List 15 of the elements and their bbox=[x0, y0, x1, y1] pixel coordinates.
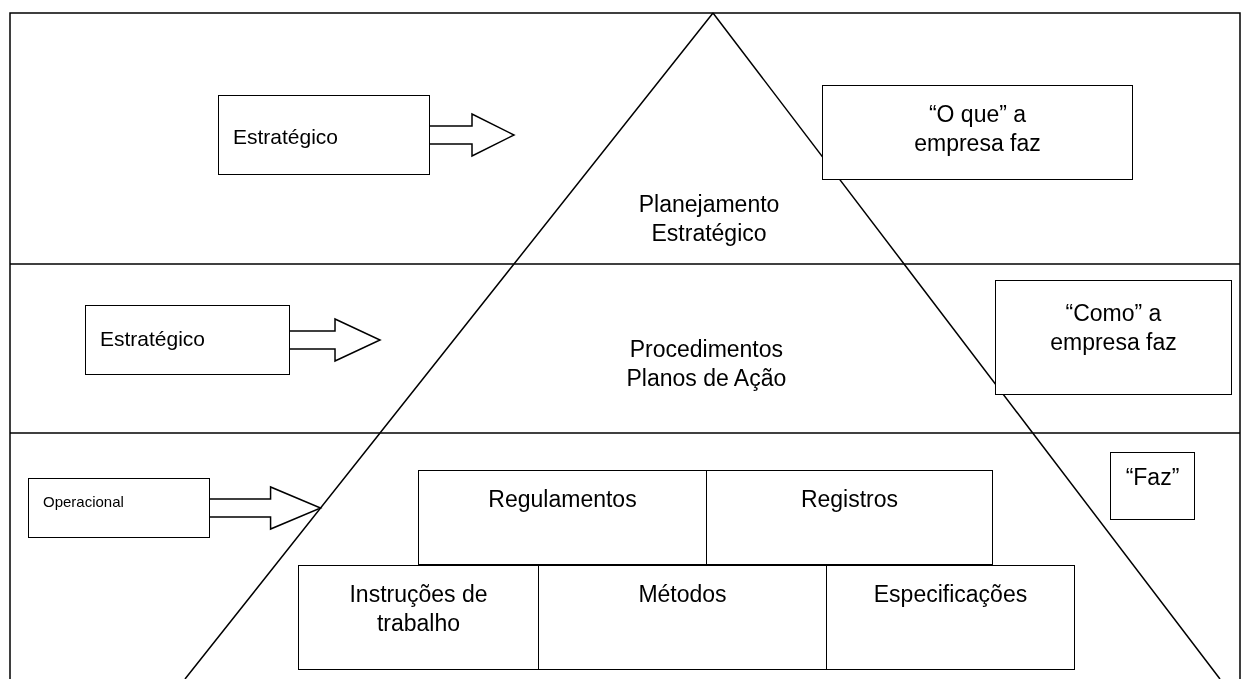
label-box: Registros bbox=[706, 470, 993, 565]
label-box: Métodos bbox=[538, 565, 827, 670]
label-box: Estratégico bbox=[218, 95, 430, 175]
label-box: Operacional bbox=[28, 478, 210, 538]
level-label: Procedimentos Planos de Ação bbox=[625, 335, 788, 393]
label-box: Estratégico bbox=[85, 305, 290, 375]
label-box: “Como” a empresa faz bbox=[995, 280, 1232, 395]
level-label: Planejamento Estratégico bbox=[637, 190, 781, 248]
label-box: “O que” a empresa faz bbox=[822, 85, 1133, 180]
block-arrow bbox=[209, 485, 323, 531]
block-arrow bbox=[289, 317, 382, 363]
label-box: Especificações bbox=[826, 565, 1075, 670]
block-arrow bbox=[429, 112, 516, 158]
label-box: Regulamentos bbox=[418, 470, 707, 565]
label-box: Instruções de trabalho bbox=[298, 565, 539, 670]
